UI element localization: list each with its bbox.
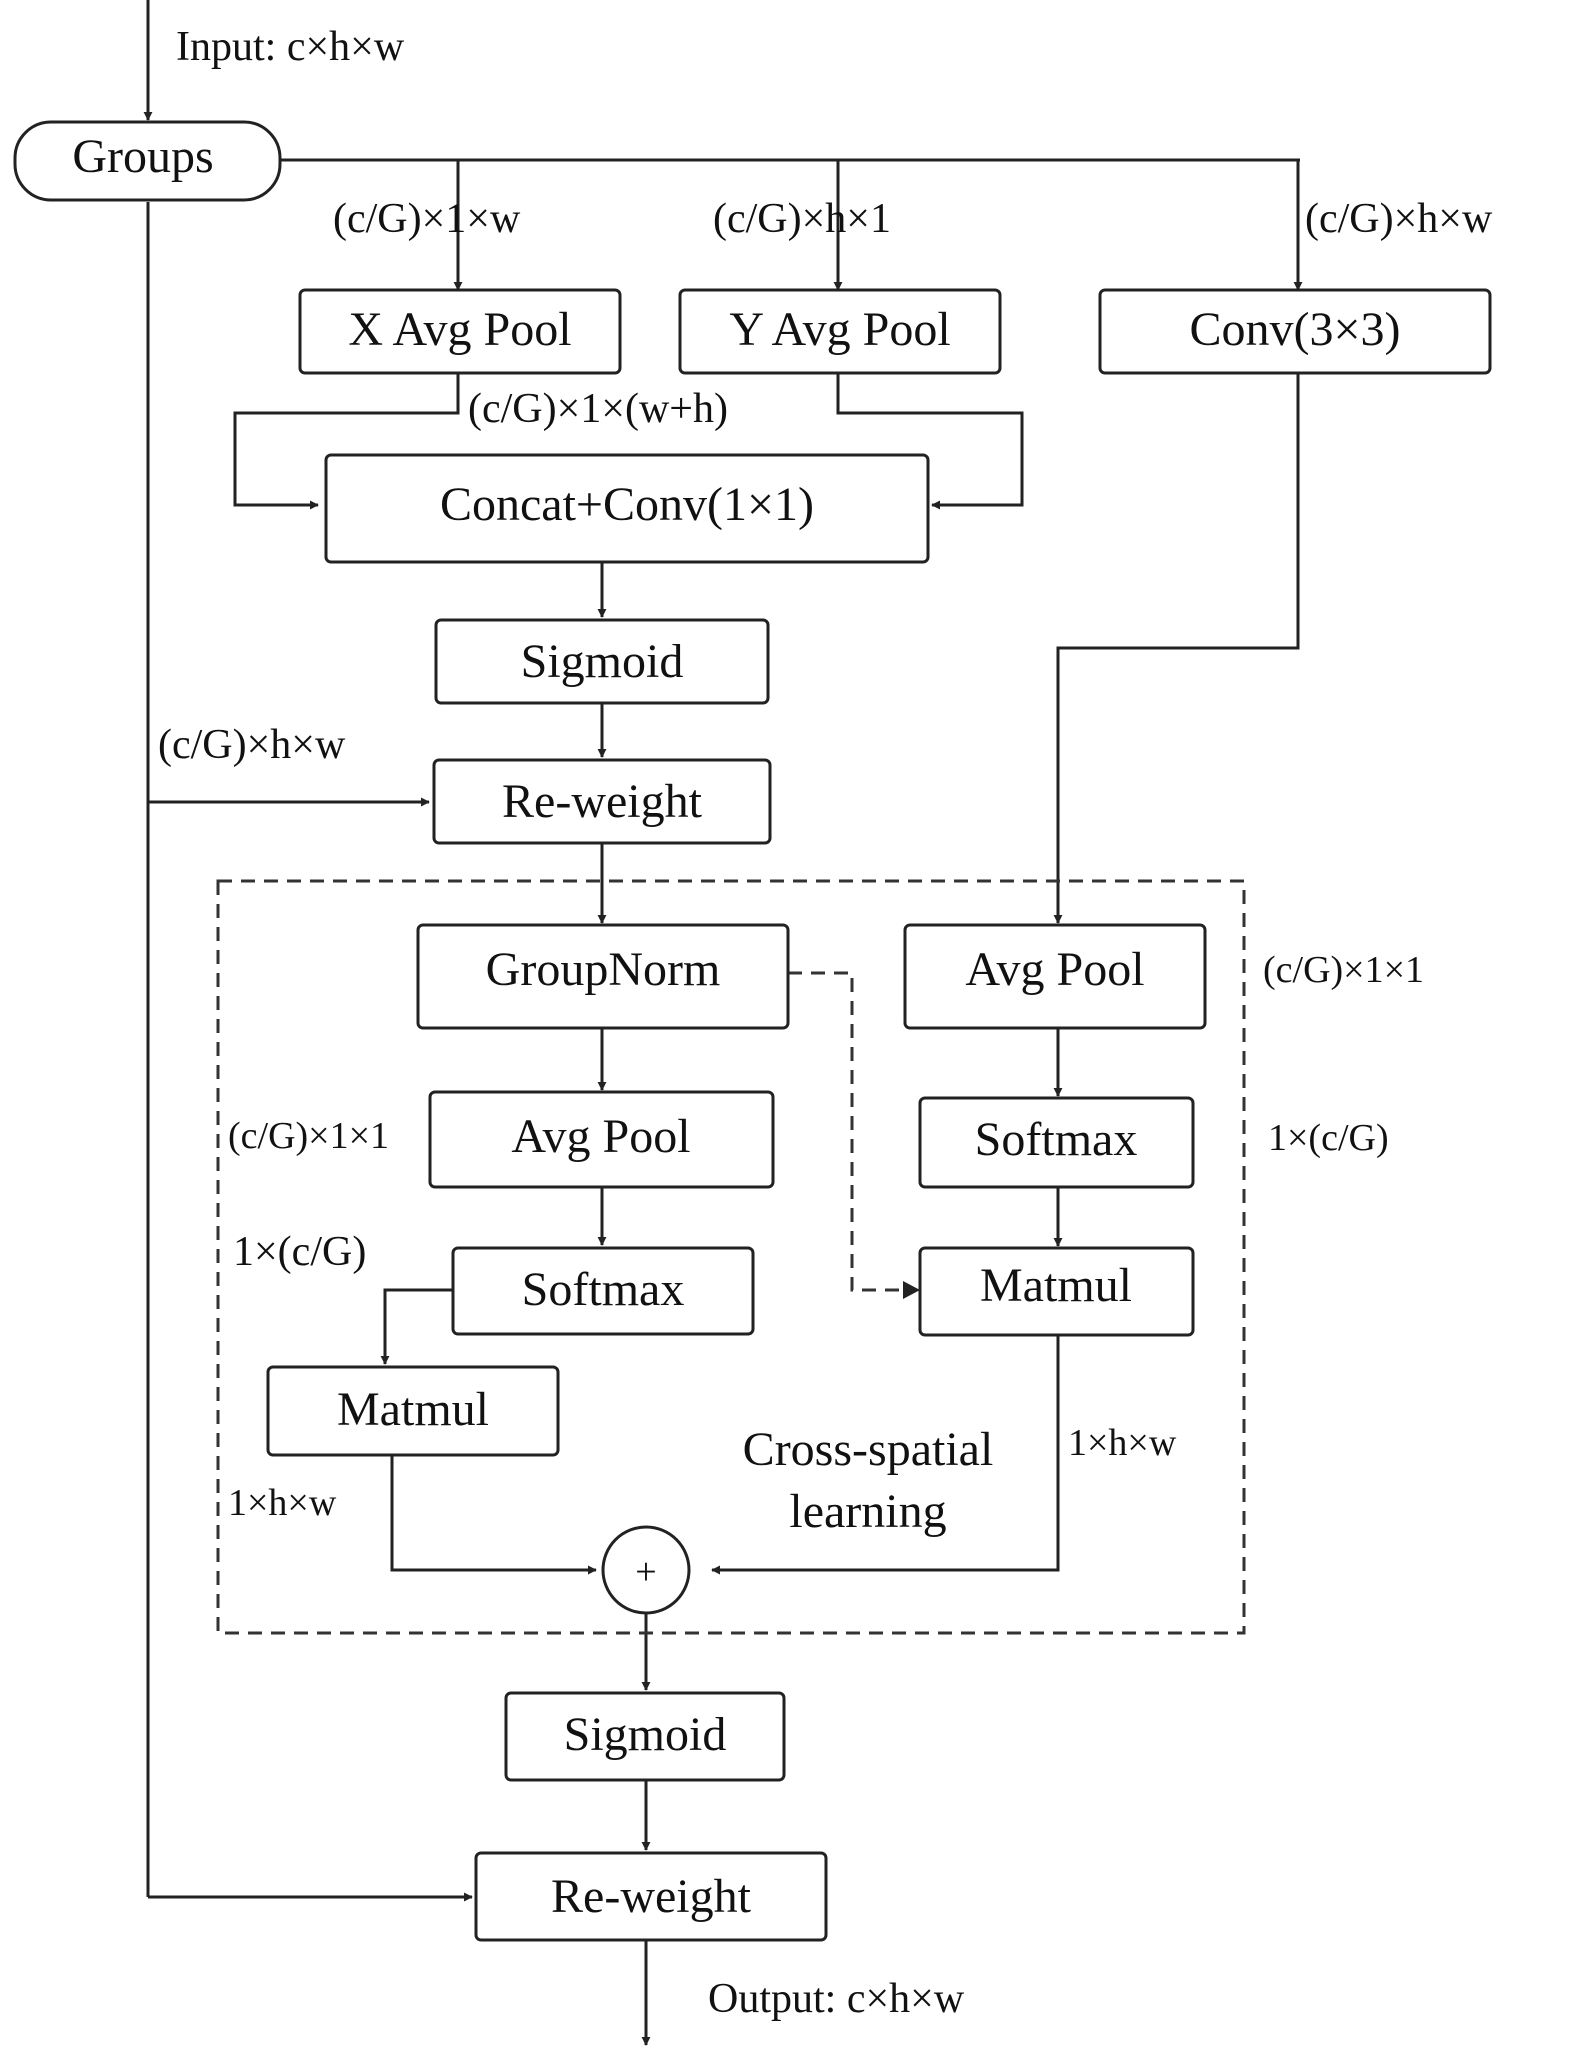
conv-branch-dim: (c/G)×h×w: [1305, 196, 1493, 242]
conv3-to-avgpool: [1053, 373, 1300, 924]
conv3-box: [1098, 288, 1492, 375]
y-avg-pool-box: [678, 288, 1002, 375]
reweight-box-top: [432, 758, 772, 845]
avgpool-label-right: Avg Pool: [965, 943, 1144, 996]
x-branch-dim: (c/G)×1×w: [333, 196, 521, 242]
reweight-box-bottom: [474, 1851, 828, 1942]
sigmoid-label-top: Sigmoid: [521, 635, 684, 688]
softmax-box-right: [918, 1096, 1195, 1189]
avgpool-box-left: [428, 1090, 775, 1189]
groupnorm-box: [416, 923, 790, 1030]
avgpool-box-right: [903, 923, 1207, 1030]
conv3-label: Conv(3×3): [1189, 303, 1400, 356]
matmul-to-plus-right: [711, 1335, 1060, 1575]
plus-node: [601, 1525, 691, 1615]
matmul-label-right: Matmul: [980, 1259, 1132, 1312]
softmax-label-right: Softmax: [975, 1113, 1138, 1166]
concat-conv-label: Concat+Conv(1×1): [440, 478, 814, 531]
matmul-label-left: Matmul: [337, 1383, 489, 1436]
groups-box: [13, 120, 282, 202]
y-branch-dim: (c/G)×h×1: [713, 196, 891, 242]
left-pool-dim: (c/G)×1×1: [228, 1115, 389, 1157]
matmul-to-plus-left: [390, 1455, 597, 1575]
groupnorm-label: GroupNorm: [486, 943, 721, 996]
sigmoid-box-bottom: [504, 1691, 786, 1782]
softmax-box-left: [451, 1246, 755, 1336]
avgpool-label-left: Avg Pool: [511, 1110, 690, 1163]
right-matmul-dim: 1×h×w: [1068, 1422, 1177, 1464]
x-pool-to-concat: [233, 373, 460, 510]
box-labels: Groups X Avg Pool Y Avg Pool Conv(3×3) C…: [72, 130, 1400, 1923]
plus-symbol: +: [635, 1551, 656, 1593]
groups-label: Groups: [72, 130, 213, 183]
dimension-labels: (c/G)×1×w (c/G)×h×1 (c/G)×h×w (c/G)×1×(w…: [158, 196, 1493, 1524]
softmax-label-left: Softmax: [522, 1263, 685, 1316]
softmax-to-matmul: [380, 1288, 453, 1365]
skip-dim: (c/G)×h×w: [158, 722, 346, 768]
reweight-label-top: Re-weight: [502, 775, 703, 828]
cross-spatial-label-2: learning: [789, 1485, 946, 1538]
concat-conv-box: [324, 453, 930, 564]
groupnorm-to-matmul-dashed: [788, 971, 908, 1292]
concat-dim: (c/G)×1×(w+h): [468, 386, 728, 432]
matmul-box-left: [266, 1365, 560, 1457]
connectors: [143, 0, 1303, 2046]
right-softmax-dim: 1×(c/G): [1268, 1117, 1389, 1159]
output-label: Output: c×h×w: [708, 1976, 965, 2022]
left-matmul-dim: 1×h×w: [228, 1482, 337, 1524]
x-avg-pool-box: [298, 288, 622, 375]
input-label: Input: c×h×w: [176, 24, 405, 70]
reweight-label-bottom: Re-weight: [551, 1870, 752, 1923]
y-avg-pool-label: Y Avg Pool: [729, 303, 950, 356]
left-softmax-dim: 1×(c/G): [233, 1229, 366, 1275]
boxes: [13, 120, 1492, 1942]
dashed-arrow-head: [903, 1281, 920, 1299]
y-pool-to-concat: [836, 373, 1024, 510]
sigmoid-box-top: [434, 618, 770, 705]
cross-spatial-label-1: Cross-spatial: [743, 1423, 994, 1476]
x-avg-pool-label: X Avg Pool: [348, 303, 571, 356]
matmul-box-right: [918, 1246, 1195, 1337]
sigmoid-label-bottom: Sigmoid: [564, 1708, 727, 1761]
cross-spatial-region: [216, 879, 1246, 1635]
right-pool-dim: (c/G)×1×1: [1263, 949, 1424, 991]
